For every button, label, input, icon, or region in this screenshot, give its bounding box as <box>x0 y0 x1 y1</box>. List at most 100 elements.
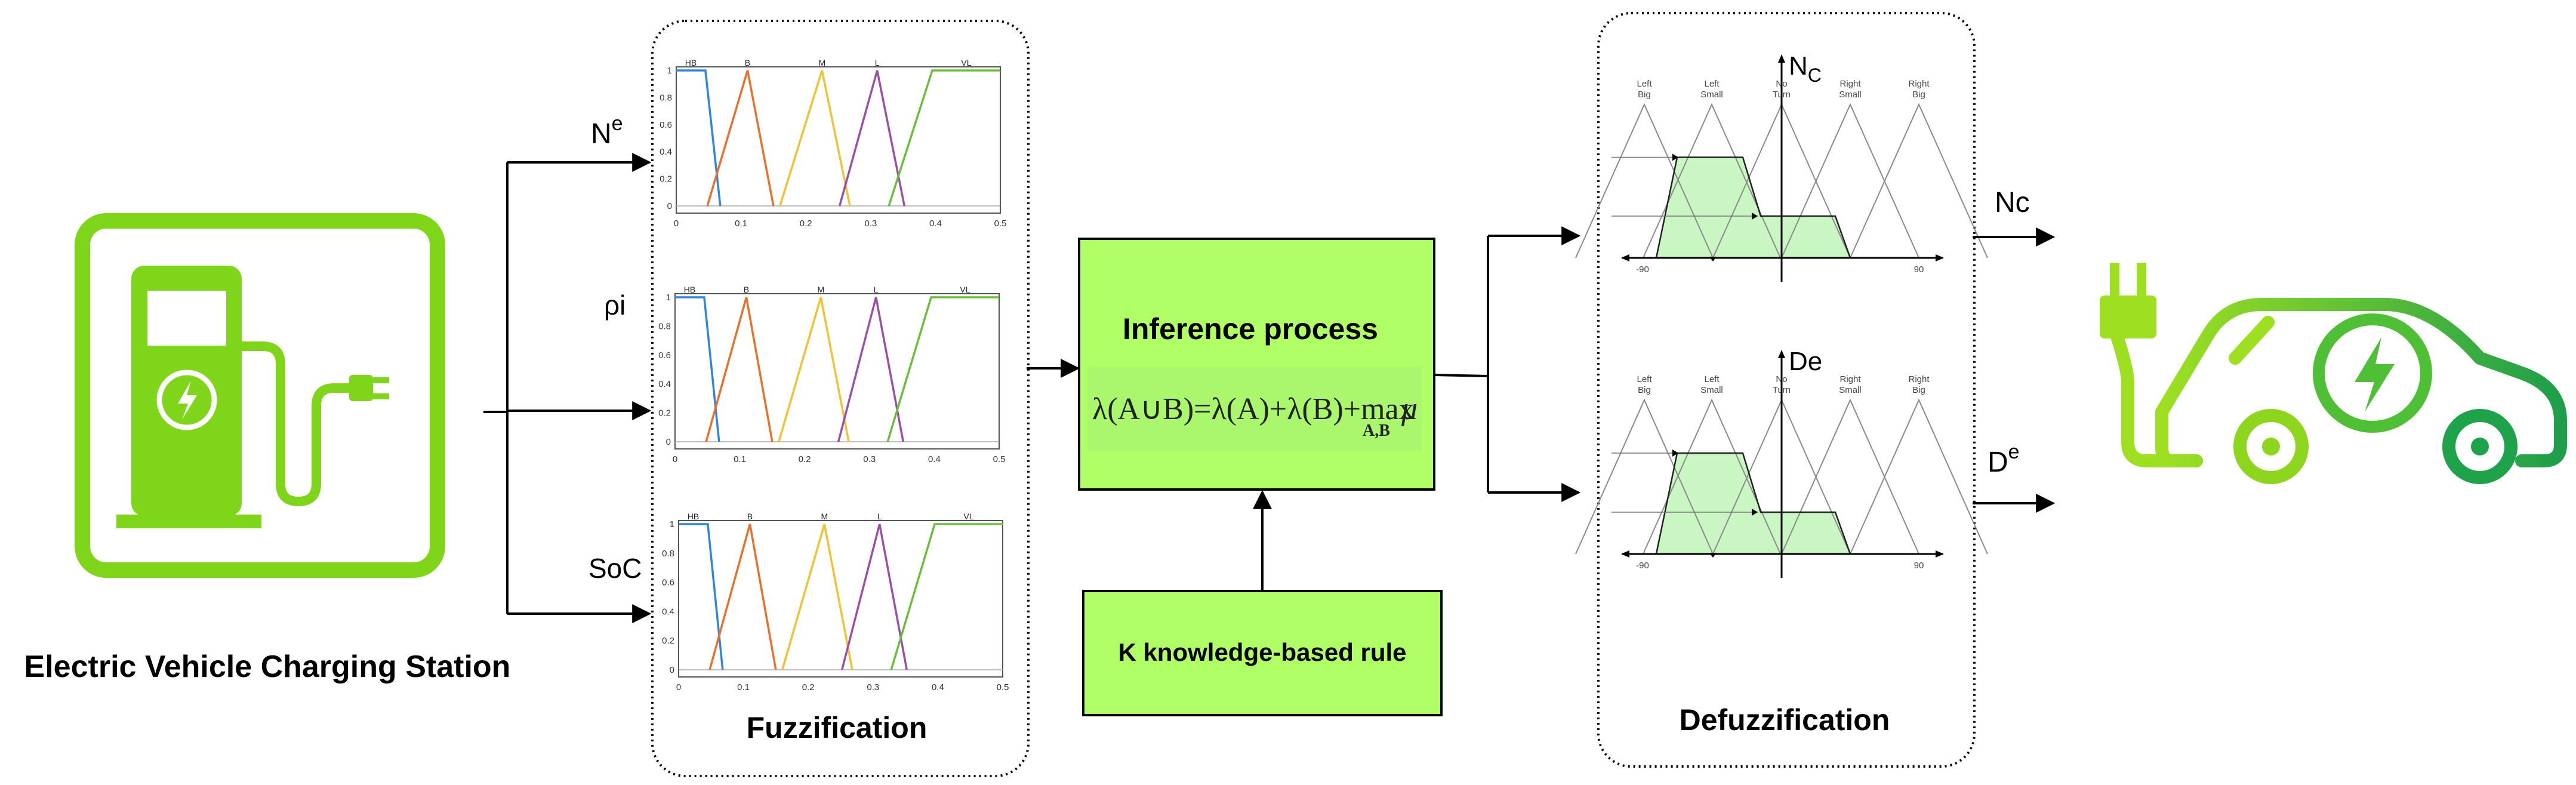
output-set-label: Big <box>1912 90 1925 100</box>
output-set-triangle <box>1575 398 1714 555</box>
defuzz-output-marker <box>1709 257 1717 261</box>
input-connectors <box>483 153 652 623</box>
mf-label: M <box>819 58 826 67</box>
output-set-label: Right <box>1839 374 1861 384</box>
mf-x-tick-label: 0.4 <box>928 454 941 464</box>
mf-y-tick-label: 0.8 <box>662 549 674 559</box>
mf-plot-frame <box>674 293 1000 450</box>
mf-curve-b <box>705 297 774 442</box>
station-label: Electric Vehicle Charging Station <box>24 649 511 684</box>
mf-y-tick-label: 1 <box>667 66 672 76</box>
mf-x-tick-label: 0.2 <box>800 218 812 229</box>
axis-arrow-left <box>1621 254 1629 261</box>
output-set-label: Right <box>1908 79 1930 89</box>
axis-arrow-up <box>1778 350 1785 358</box>
input-label-ne: Ne <box>591 112 623 150</box>
mf-y-tick-label: 0.6 <box>662 578 674 588</box>
mf-label: B <box>747 512 753 521</box>
output-set-label: Big <box>1638 385 1651 395</box>
mf-curve-vl <box>888 69 1000 207</box>
svg-text:λ(A∪B)=λ(A)+λ(B)+max: λ(A∪B)=λ(A)+λ(B)+max <box>1092 392 1415 426</box>
output-set-label: Big <box>1912 385 1925 395</box>
output-label-de: De <box>1988 441 2020 478</box>
mf-label: HB <box>688 512 699 521</box>
output-split-connectors <box>1434 226 1581 502</box>
aggregated-shaded-area <box>1656 157 1850 258</box>
mf-label: B <box>744 285 749 294</box>
mf-y-tick-label: 0.8 <box>658 321 671 331</box>
mf-y-tick-label: 0 <box>670 665 674 675</box>
mf-curve-vl <box>886 296 999 442</box>
mf-x-tick-label: 0.3 <box>864 218 877 229</box>
x-min-label: -90 <box>1636 561 1649 571</box>
mf-label: HB <box>684 285 695 294</box>
defuzz-axis-name: NC <box>1789 51 1822 86</box>
mf-label: L <box>874 285 879 294</box>
mf-x-tick-label: 0 <box>674 218 679 229</box>
x-min-label: -90 <box>1636 264 1649 275</box>
aggregated-outline <box>1655 452 1851 555</box>
mf-y-tick-label: 0.2 <box>658 408 671 418</box>
mf-curve-b <box>708 524 777 670</box>
defuzz-axis-name: De <box>1789 347 1822 376</box>
mf-curve-hb <box>679 523 724 670</box>
defuzzification-panel <box>1597 12 1976 768</box>
mf-x-tick-label: 0.2 <box>802 682 815 692</box>
output-set-label: Left <box>1704 79 1720 89</box>
mf-label: L <box>877 512 882 521</box>
mf-curve-vl <box>890 523 1003 670</box>
output-set-label: Right <box>1839 79 1861 89</box>
defuzzification-title: Defuzzification <box>1680 703 1890 737</box>
mf-label: HB <box>685 58 697 67</box>
mf-x-tick-label: 0.4 <box>932 682 944 692</box>
output-set-triangle <box>1850 398 1988 555</box>
mf-x-tick-label: 0.4 <box>929 218 942 229</box>
output-set-label: Left <box>1637 79 1652 89</box>
fuzzification-panel <box>651 20 1030 777</box>
mf-label: VL <box>960 285 970 294</box>
guide-arrow <box>1672 153 1678 161</box>
mf-y-tick-label: 0 <box>666 437 671 447</box>
knowledge-label: K knowledge-based rule <box>1118 638 1406 666</box>
mf-y-tick-label: 0.6 <box>660 120 672 130</box>
guide-arrow <box>1752 509 1758 516</box>
x-max-label: 90 <box>1914 561 1924 571</box>
mf-label: M <box>821 512 828 521</box>
mf-x-tick-label: 0.3 <box>867 682 879 692</box>
inference-formula: λ(A∪B)=λ(A)+λ(B)+max μ A,B <box>1092 390 1418 440</box>
mf-x-tick-label: 0.5 <box>993 454 1006 464</box>
mf-plot-frame <box>678 520 1003 678</box>
output-set-label: Small <box>1700 90 1723 100</box>
aggregated-shaded-area <box>1656 453 1850 554</box>
guide-arrow <box>1672 450 1678 457</box>
x-max-label: 90 <box>1914 264 1924 275</box>
mf-curve-hb <box>675 296 720 442</box>
electric-car-icon <box>2100 263 2567 484</box>
mf-x-tick-label: 0.1 <box>735 218 747 229</box>
input-label-soc: SoC <box>588 553 642 584</box>
mf-x-tick-label: 0 <box>676 682 681 692</box>
fuzzification-title: Fuzzification <box>747 711 928 744</box>
mf-label: L <box>875 58 880 67</box>
mf-y-tick-label: 1 <box>666 293 671 303</box>
svg-text:μ: μ <box>1401 390 1418 426</box>
inference-title: Inference process <box>1123 312 1378 346</box>
defuzz-plot-2: LeftBigLeftSmallNoTurnRightSmallRightBig… <box>1575 347 1988 578</box>
output-set-label: Small <box>1700 385 1723 395</box>
mf-curve-b <box>706 70 775 207</box>
mf-curve-l <box>841 524 908 670</box>
mf-y-tick-label: 0.4 <box>660 147 672 157</box>
defuzz-plot-1: LeftBigLeftSmallNoTurnRightSmallRightBig… <box>1575 51 1988 282</box>
axis-arrow-up <box>1778 54 1785 63</box>
mf-y-tick-label: 0.4 <box>658 379 671 389</box>
axis-arrow-right <box>1936 550 1944 558</box>
mf-label: VL <box>961 58 971 67</box>
mf-x-tick-label: 0 <box>673 454 677 464</box>
knowledge-box <box>1082 590 1443 716</box>
mf-curve-m <box>778 297 850 442</box>
mf-y-tick-label: 0.4 <box>662 607 674 617</box>
